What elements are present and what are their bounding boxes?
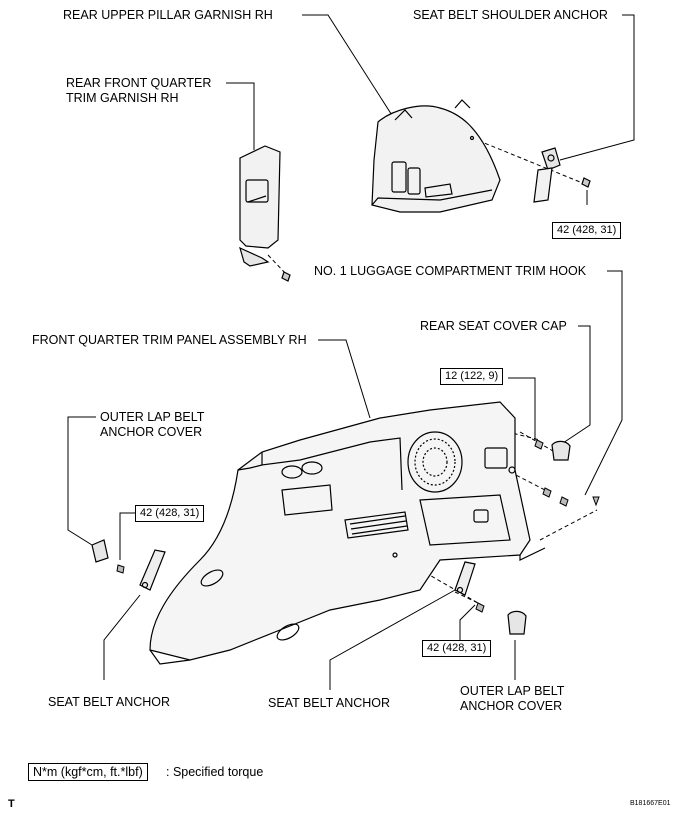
figure-code: B181667E01 (630, 800, 671, 807)
leader-seatcover-torque (508, 377, 536, 440)
torque-lap-left: 42 (428, 31) (135, 505, 205, 522)
legend-unit-box: N*m (kgf*cm, ft.*lbf) (28, 763, 148, 781)
torque-lap-right: 42 (428, 31) (422, 640, 492, 657)
corner-mark: T (8, 798, 15, 810)
legend-text: : Specified torque (166, 765, 264, 779)
rear-seat-cover-cap (551, 440, 571, 461)
lap-belt-anchor-left (139, 549, 166, 591)
label-rear-seat-cover-cap: REAR SEAT COVER CAP (420, 319, 567, 333)
label-seat-belt-anchor-center: SEAT BELT ANCHOR (268, 696, 391, 710)
lap-belt-anchor-right (454, 561, 476, 596)
leader-seat-belt-anchor-left (103, 594, 141, 680)
torque-seat-cover: 12 (122, 9) (440, 368, 504, 385)
label-front-quarter-trim-panel: FRONT QUARTER TRIM PANEL ASSEMBLY RH (32, 333, 307, 347)
label-outer-lap-belt-cover-left: OUTER LAP BELT ANCHOR COVER (100, 410, 205, 439)
leader-lap-right-torque (459, 604, 476, 640)
label-luggage-trim-hook: NO. 1 LUGGAGE COMPARTMENT TRIM HOOK (314, 264, 587, 278)
leader-rear-front-quarter (226, 82, 255, 150)
leader-seat-belt-anchor-center (329, 589, 456, 690)
leader-front-quarter-panel (318, 339, 371, 419)
rear-upper-pillar-garnish (371, 99, 501, 213)
leader-shoulder-anchor (559, 14, 635, 161)
front-quarter-trim-panel (149, 401, 546, 665)
leader-lap-left-torque (119, 512, 135, 560)
label-rear-front-quarter-trim-garnish: REAR FRONT QUARTER TRIM GARNISH RH (66, 76, 212, 105)
rear-front-quarter-trim-garnish (239, 145, 291, 282)
bolts (116, 439, 600, 613)
seat-belt-shoulder-anchor (533, 147, 591, 203)
label-seat-belt-shoulder-anchor: SEAT BELT SHOULDER ANCHOR (413, 8, 608, 22)
leader-rear-upper-pillar (302, 14, 396, 121)
label-rear-upper-pillar-garnish: REAR UPPER PILLAR GARNISH RH (63, 8, 273, 22)
leader-luggage-hook (584, 270, 623, 496)
leader-seat-cover-cap (559, 325, 591, 446)
outer-lap-belt-cover-left (91, 539, 109, 563)
outer-lap-belt-cover-right (507, 610, 527, 635)
torque-shoulder-anchor: 42 (428, 31) (552, 222, 622, 239)
label-seat-belt-anchor-left: SEAT BELT ANCHOR (48, 695, 171, 709)
leader-lap-cover-left (67, 416, 96, 546)
label-outer-lap-belt-cover-right: OUTER LAP BELT ANCHOR COVER (460, 684, 565, 713)
